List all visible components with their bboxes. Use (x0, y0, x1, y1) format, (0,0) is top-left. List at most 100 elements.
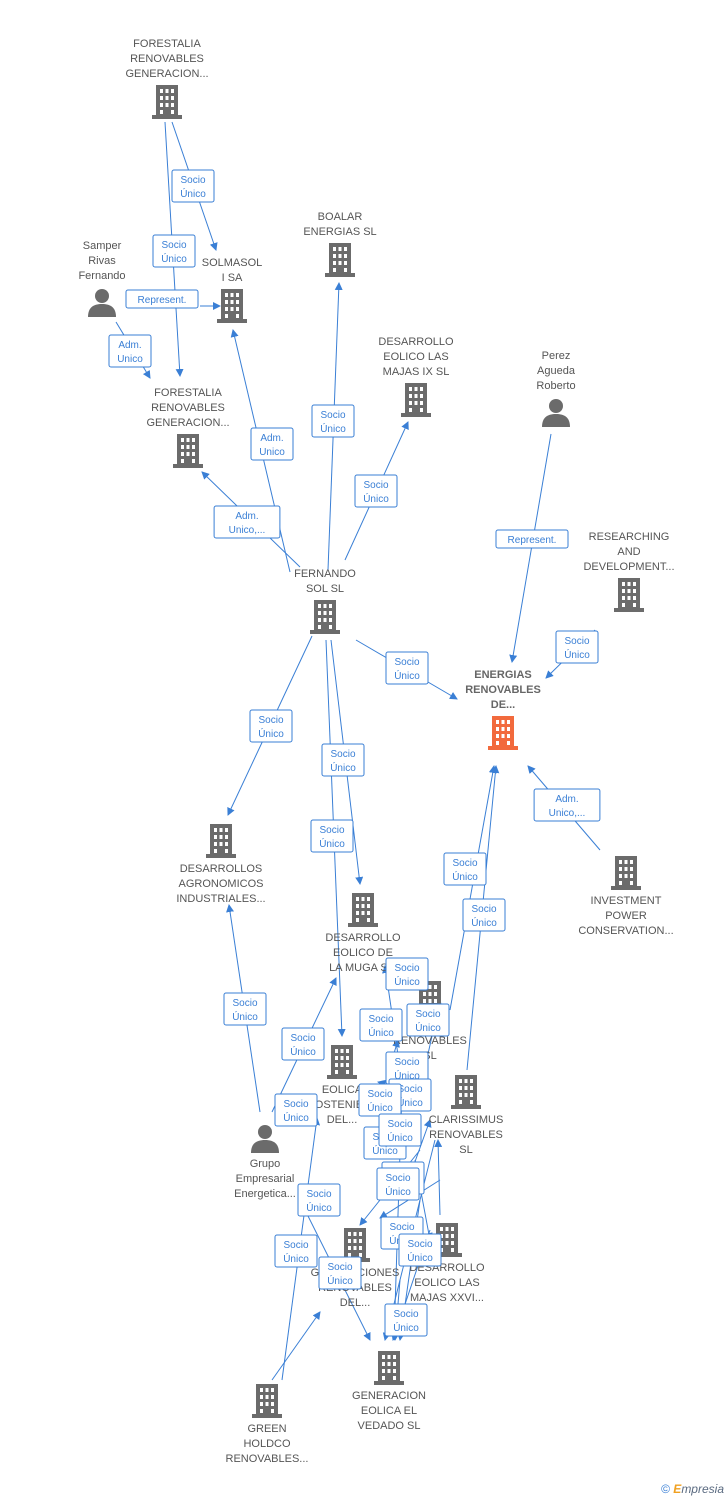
node-energias[interactable]: ENERGIASRENOVABLESDE... (465, 669, 541, 750)
building-icon (152, 85, 182, 119)
building-icon (217, 289, 247, 323)
node-label-line: EOLICO LAS (383, 351, 448, 363)
node-label-line: DEL... (327, 1114, 358, 1126)
node-grupo[interactable]: GrupoEmpresarialEnergetica... (234, 1125, 296, 1200)
node-label-line: AND (617, 546, 640, 558)
edge-label-text: Socio (389, 1222, 414, 1233)
edge-line (434, 1139, 443, 1216)
node-label-line: RENOVABLES... (226, 1453, 309, 1465)
edge-label-text: Socio (258, 715, 283, 726)
node-agronomicos[interactable]: DESARROLLOSAGRONOMICOSINDUSTRIALES... (176, 824, 266, 905)
node-investment[interactable]: INVESTMENTPOWERCONSERVATION... (578, 856, 674, 937)
edge-label-text: Socio (393, 1309, 418, 1320)
edge-label[interactable]: Represent. (125, 289, 199, 309)
edge-label-text: Socio (320, 410, 345, 421)
node-label-line: I SA (222, 272, 243, 284)
node-label-line: AGRONOMICOS (179, 878, 264, 890)
edge-label[interactable]: Adm.Unico,... (533, 788, 601, 822)
node-label-line: RESEARCHING (589, 531, 670, 543)
node-label-line: RENOVABLES (393, 1035, 467, 1047)
edge-label-text: Único (407, 1251, 433, 1264)
edge-label[interactable]: Represent. (495, 529, 569, 549)
edge-label-text: Único (363, 492, 389, 505)
edge-label-text: Único (319, 837, 345, 850)
edge-labels-layer: SocioÚnicoSocioÚnicoRepresent.Adm.UnicoS… (108, 169, 601, 1337)
edge-label-box (274, 1093, 318, 1127)
edge-label-text: Único (306, 1201, 332, 1214)
edge-label-box (152, 234, 196, 268)
building-icon (401, 383, 431, 417)
edge-label[interactable]: Adm.Unico,... (213, 505, 281, 539)
edge-label-text: Socio (394, 1057, 419, 1068)
node-label-line: POWER (605, 910, 647, 922)
building-icon (348, 893, 378, 927)
edge-label[interactable]: Adm.Unico (108, 334, 152, 368)
edge-label-box (297, 1183, 341, 1217)
node-label-line: FORESTALIA (133, 38, 201, 50)
edge-label-text: Único (394, 669, 420, 682)
node-label-line: GENERACION (352, 1390, 426, 1402)
edge-label-box (108, 334, 152, 368)
node-label-line: ENERGIAS SL (303, 226, 376, 238)
edge-label-text: Socio (290, 1033, 315, 1044)
edge-label-text: Único (290, 1045, 316, 1058)
node-label-line: Fernando (78, 270, 125, 282)
node-researching[interactable]: RESEARCHINGANDDEVELOPMENT... (583, 531, 675, 612)
node-green[interactable]: GREENHOLDCORENOVABLES... (226, 1384, 309, 1465)
node-forestalia2[interactable]: FORESTALIARENOVABLESGENERACION... (146, 387, 230, 468)
edge-label-text: Único (387, 1131, 413, 1144)
edge-label-box (385, 651, 429, 685)
edge-label-box (321, 743, 365, 777)
node-label-line: Perez (542, 350, 571, 362)
node-label-line: DESARROLLO (378, 336, 454, 348)
node-label-line: EOLICA (322, 1084, 363, 1096)
node-forestalia1[interactable]: FORESTALIARENOVABLESGENERACION... (125, 38, 209, 119)
edge-label-box (274, 1234, 318, 1268)
edge-label[interactable]: Adm.Unico (250, 427, 294, 461)
edge-label-text: Único (330, 761, 356, 774)
edge-label-box (213, 505, 281, 539)
building-icon (614, 578, 644, 612)
edge-label-text: Socio (367, 1089, 392, 1100)
node-label-line: MAJAS XXVI... (410, 1292, 484, 1304)
edge-label-box (378, 1113, 422, 1147)
edge-label-text: Socio (330, 749, 355, 760)
node-label-line: Agueda (537, 365, 576, 377)
node-label-line: RENOVABLES (130, 53, 204, 65)
node-label-line: DESARROLLO (325, 932, 401, 944)
